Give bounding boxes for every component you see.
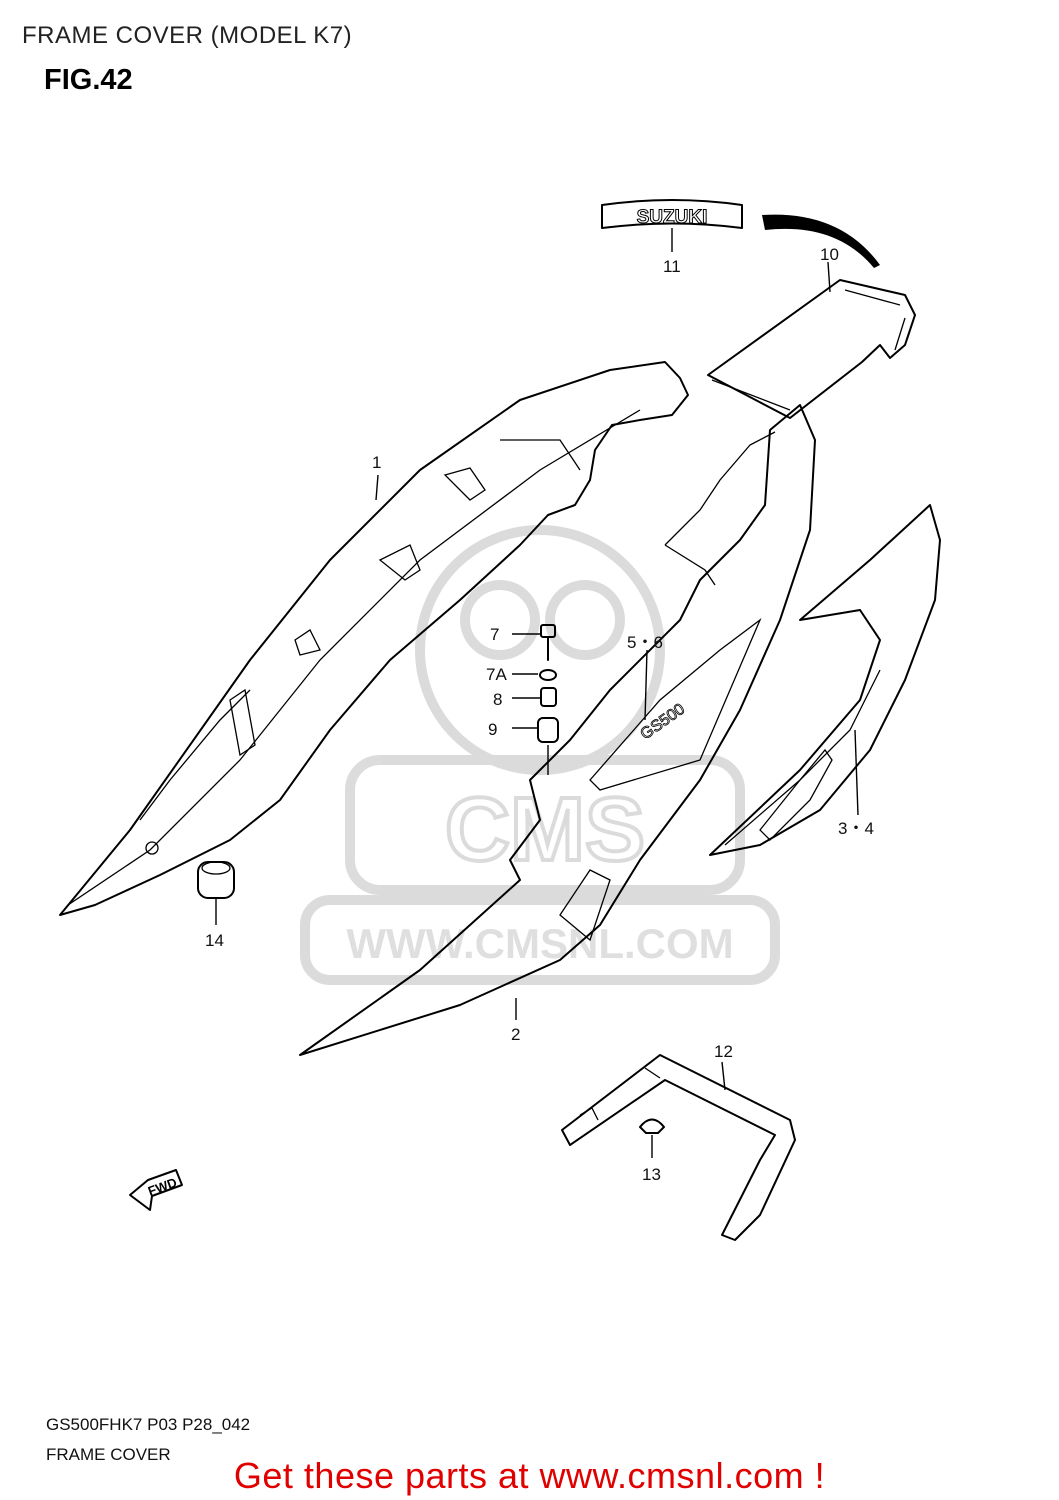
emblem-text: SUZUKI xyxy=(637,207,708,228)
leader-lines xyxy=(215,228,859,1091)
callout-14: 14 xyxy=(205,931,224,950)
hardware-parts xyxy=(537,624,559,775)
callout-12: 12 xyxy=(714,1042,733,1061)
callout-7: 7 xyxy=(490,625,499,644)
fwd-arrow-icon: FWD xyxy=(129,1169,183,1211)
diagram-name: FRAME COVER xyxy=(46,1445,171,1464)
tail-cover-part xyxy=(707,279,916,419)
callout-1: 1 xyxy=(372,453,381,472)
callout-5-6: 5・6 xyxy=(627,633,663,652)
callout-7a: 7A xyxy=(486,665,507,684)
watermark-logo-text: CMS xyxy=(445,780,645,880)
promo-link-text[interactable]: Get these parts at www.cmsnl.com ! xyxy=(233,1455,826,1496)
callout-labels: 1 2 3・4 5・6 7 7A 8 9 10 11 12 13 14 xyxy=(205,245,874,1184)
diagram-code: GS500FHK7 P03 P28_042 xyxy=(46,1415,251,1434)
clip-part xyxy=(639,1118,665,1158)
watermark: CMS WWW.CMSNL.COM xyxy=(300,525,780,985)
callout-11: 11 xyxy=(663,257,681,276)
bracket-part xyxy=(561,1054,796,1241)
callout-2: 2 xyxy=(511,1025,520,1044)
callout-8: 8 xyxy=(493,690,502,709)
figure-number: FIG.42 xyxy=(44,64,133,96)
grommet-part xyxy=(197,861,235,899)
watermark-url-text: WWW.CMSNL.COM xyxy=(346,920,733,967)
callout-3-4: 3・4 xyxy=(838,819,874,838)
callout-9: 9 xyxy=(488,720,497,739)
page-title: FRAME COVER (MODEL K7) xyxy=(22,22,353,49)
frame-cover-part xyxy=(59,361,689,916)
callout-13: 13 xyxy=(642,1165,661,1184)
right-side-cover-part xyxy=(709,504,941,856)
tail-stripe-part xyxy=(762,214,880,268)
suzuki-emblem-part: SUZUKI xyxy=(601,199,743,229)
callout-10: 10 xyxy=(820,245,839,264)
